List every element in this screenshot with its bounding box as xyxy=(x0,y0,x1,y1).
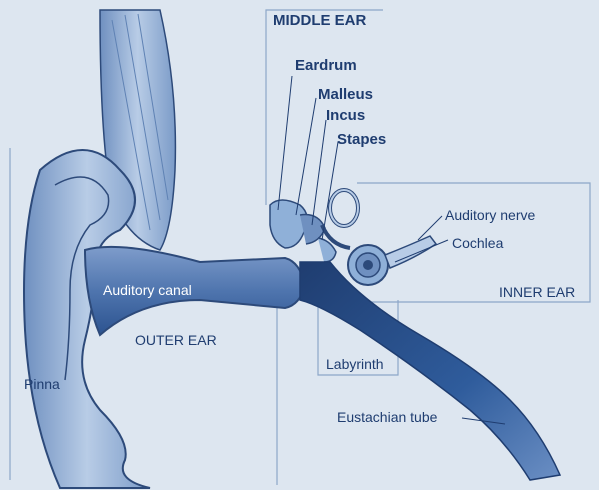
malleus-label: Malleus xyxy=(318,86,373,103)
cochlea-shape xyxy=(348,245,388,285)
eardrum-label: Eardrum xyxy=(295,57,357,74)
eustachian-tube-label: Eustachian tube xyxy=(337,409,437,425)
middle-ear-frame xyxy=(266,10,383,205)
incus-label: Incus xyxy=(326,107,365,124)
outer-ear-label: OUTER EAR xyxy=(135,332,217,348)
pinna-shape xyxy=(24,150,150,488)
inner-ear-label: INNER EAR xyxy=(499,284,575,300)
stapes-label: Stapes xyxy=(337,131,386,148)
labyrinth-shape xyxy=(322,190,358,248)
pinna-label: Pinna xyxy=(24,376,60,392)
auditory-nerve-shape xyxy=(385,236,436,268)
cochlea-label: Cochlea xyxy=(452,235,503,251)
labyrinth-label: Labyrinth xyxy=(326,356,384,372)
auditory-nerve-label: Auditory nerve xyxy=(445,207,535,223)
middle-ear-label: MIDDLE EAR xyxy=(273,12,366,29)
auditory-canal-label: Auditory canal xyxy=(103,282,192,298)
